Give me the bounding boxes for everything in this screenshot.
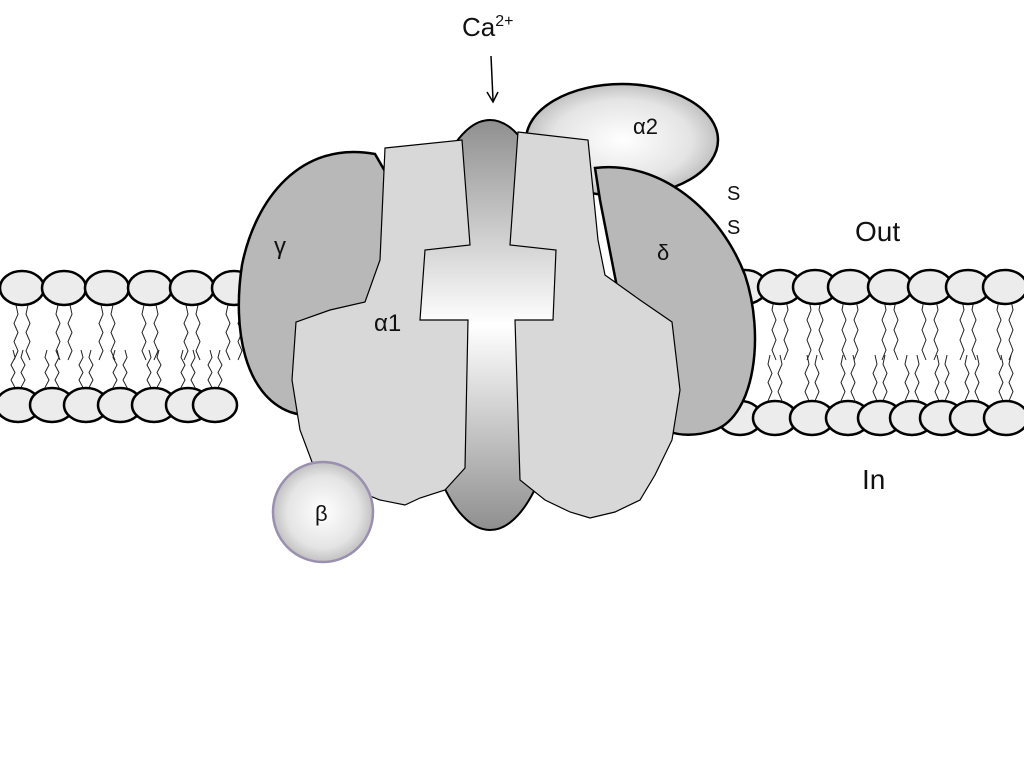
- lipid-head-outer: [981, 268, 1024, 306]
- lipid-tail: [110, 304, 116, 361]
- lipid-tail: [893, 299, 899, 361]
- lipid-tail: [180, 349, 186, 396]
- lipid-tail: [98, 304, 104, 361]
- lipid-tail: [141, 304, 147, 361]
- lipid-tail: [112, 349, 118, 396]
- outside-label: Out: [855, 216, 900, 247]
- lipid-tail: [881, 299, 887, 361]
- lipid-tail: [195, 304, 201, 361]
- lipid-head-outer: [168, 269, 216, 307]
- lipid-tail: [996, 299, 1002, 361]
- lipid-tail: [1008, 299, 1014, 361]
- alpha1-right-half: [509, 131, 681, 519]
- lipid-tail: [971, 299, 977, 361]
- lipid-tail: [122, 349, 128, 396]
- lipid-tail: [933, 299, 939, 361]
- alpha2-label: α2: [633, 114, 658, 139]
- lipid-head-outer: [126, 269, 174, 307]
- lipid-tail: [853, 299, 859, 361]
- gamma-label: γ: [274, 233, 286, 260]
- lipid-tail: [190, 349, 196, 396]
- disulfide-s-top: S: [727, 183, 740, 205]
- beta-label: β: [315, 501, 328, 526]
- lipid-tail: [67, 304, 73, 361]
- ion-label: Ca2+: [462, 12, 514, 42]
- lipid-tail: [153, 304, 159, 361]
- beta-subunit: [271, 460, 375, 564]
- ion-arrowhead: [486, 91, 499, 104]
- lipid-tail: [183, 304, 189, 361]
- lipid-head-outer: [866, 268, 914, 306]
- lipid-tail: [25, 304, 31, 361]
- alpha1-label: α1: [374, 310, 401, 337]
- ion-arrow: [490, 55, 494, 101]
- lipid-tail: [806, 299, 812, 361]
- lipid-head-outer: [826, 268, 874, 306]
- lipid-bilayer: [0, 268, 1024, 437]
- lipid-head-outer: [40, 269, 88, 307]
- lipid-tail: [44, 349, 50, 396]
- lipid-tail: [54, 349, 60, 396]
- ion-charge: 2+: [495, 13, 513, 30]
- lipid-tail: [818, 299, 824, 361]
- lipid-tail: [783, 299, 789, 361]
- alpha1-left-half: [291, 139, 471, 506]
- lipid-tail: [55, 304, 61, 361]
- lipid-tail: [841, 299, 847, 361]
- lipid-tail: [959, 299, 965, 361]
- lipid-tail: [921, 299, 927, 361]
- delta-label: δ: [657, 240, 669, 265]
- lipid-tail: [13, 304, 19, 361]
- lipid-head-outer: [0, 269, 46, 307]
- disulfide-s-bottom: S: [727, 217, 740, 239]
- lipid-head-inner: [982, 399, 1024, 437]
- lipid-head-inner: [191, 386, 239, 424]
- inside-label: In: [862, 464, 885, 495]
- lipid-tail: [225, 304, 231, 361]
- lipid-head-outer: [83, 269, 131, 307]
- lipid-tail: [771, 299, 777, 361]
